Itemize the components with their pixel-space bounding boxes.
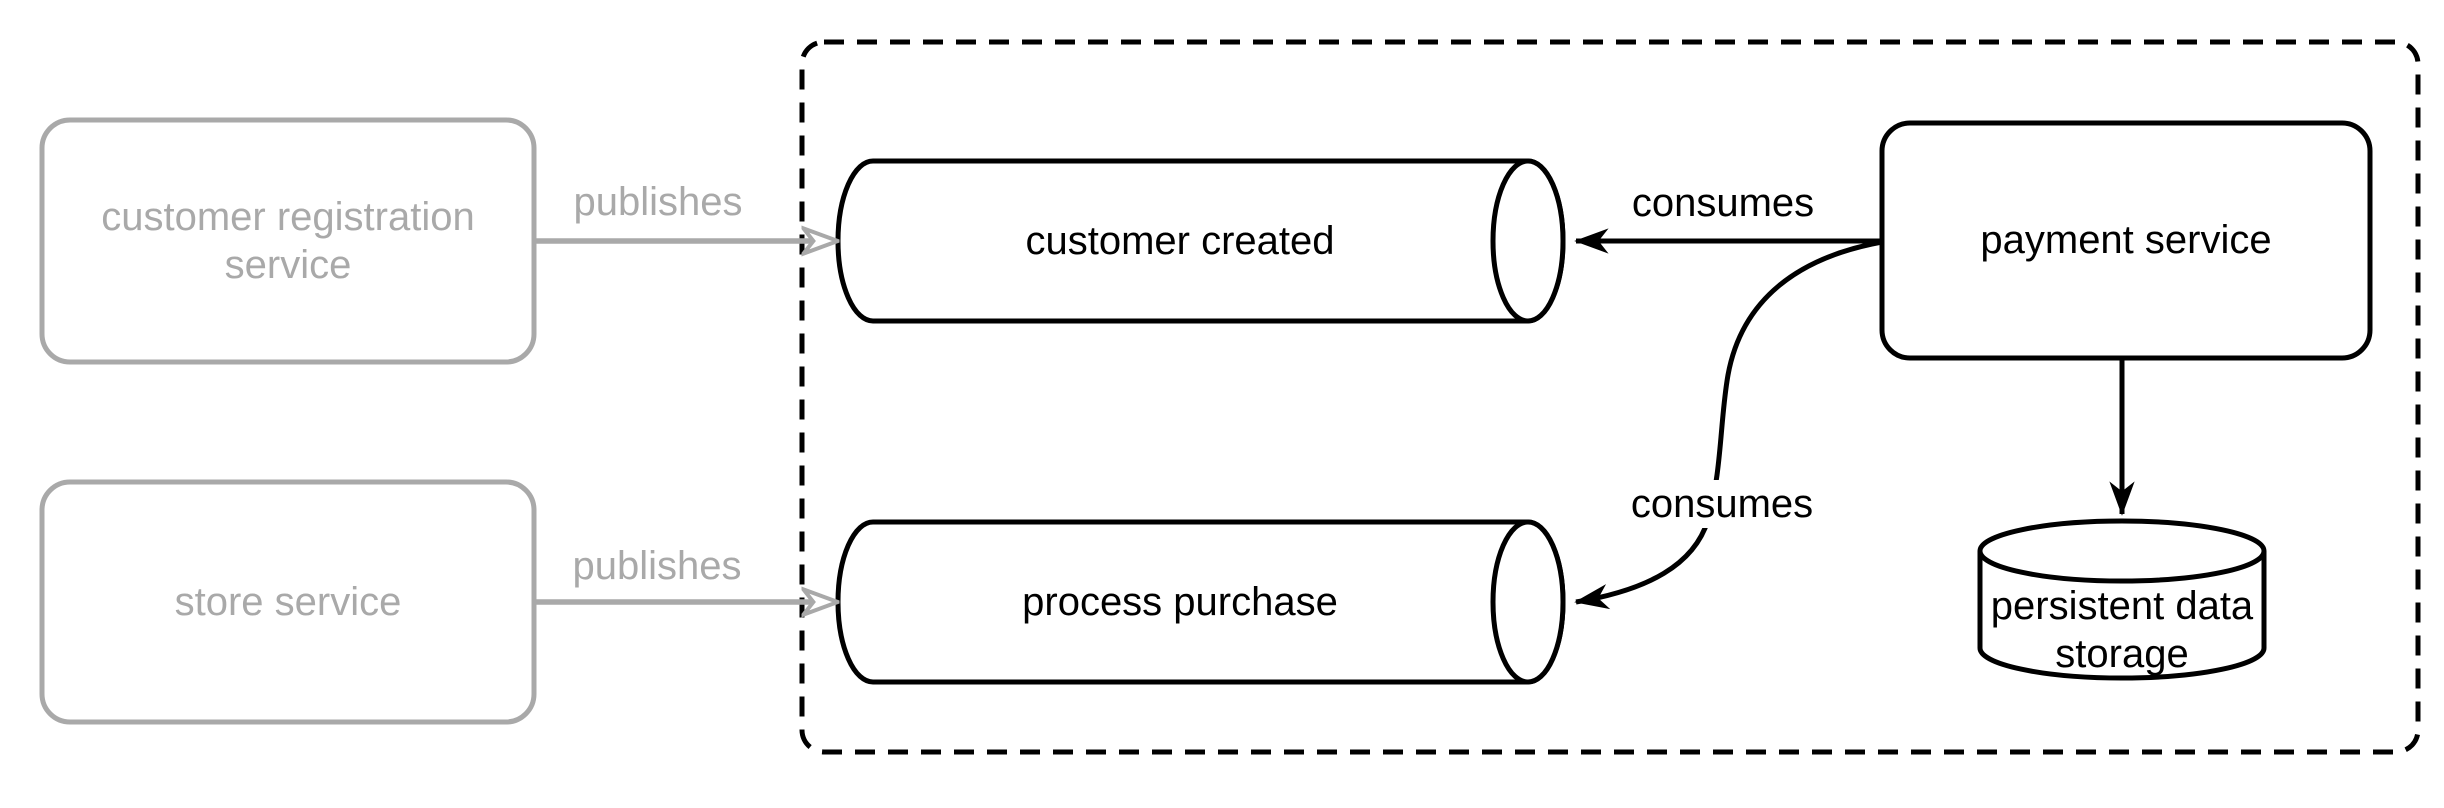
store-service-label: store service — [174, 580, 402, 624]
payment-service-label: payment service — [1980, 218, 2272, 262]
edge-label-publishes-store: publishes — [564, 542, 750, 590]
queue-customer-created-end-cap — [1490, 158, 1566, 324]
publishes-bottom-label-box: publishes — [564, 542, 750, 590]
queue-process-purchase-label: process purchase — [1022, 580, 1338, 624]
node-queue-customer-created — [835, 158, 1566, 324]
queue-customer-created-label: customer created — [1025, 219, 1335, 263]
edge-label-consumes-process-purchase: consumes — [1622, 480, 1822, 528]
queue-customer-created-label-box: customer created — [1025, 219, 1335, 263]
queue-process-purchase-label-box: process purchase — [1022, 580, 1338, 624]
node-queue-process-purchase — [835, 519, 1566, 685]
consumes-top-label-box: consumes — [1623, 179, 1823, 227]
publishes-top-label-box: publishes — [565, 178, 751, 226]
datastore-top — [1977, 518, 2267, 584]
store-service-label-box: store service — [174, 580, 402, 624]
edge-consumes-process-purchase — [1574, 239, 1883, 610]
node-persistent-data-storage — [1977, 518, 2267, 681]
customer-registration-service-label: customer registration service — [101, 195, 475, 287]
consumes-bottom-label-box: consumes — [1622, 480, 1822, 528]
payment-service-label-box: payment service — [1980, 218, 2272, 262]
edge-label-consumes-customer-created: consumes — [1623, 179, 1823, 227]
datastore-body — [1977, 551, 2267, 681]
edge-label-publishes-customer: publishes — [565, 178, 751, 226]
customer-registration-service-label-box: customer registration service — [101, 195, 475, 287]
persistent-data-storage-label: persistent data storage — [1990, 584, 2254, 676]
queue-process-purchase-end-cap — [1490, 519, 1566, 685]
persistent-data-storage-label-box: persistent data storage — [1990, 584, 2254, 676]
